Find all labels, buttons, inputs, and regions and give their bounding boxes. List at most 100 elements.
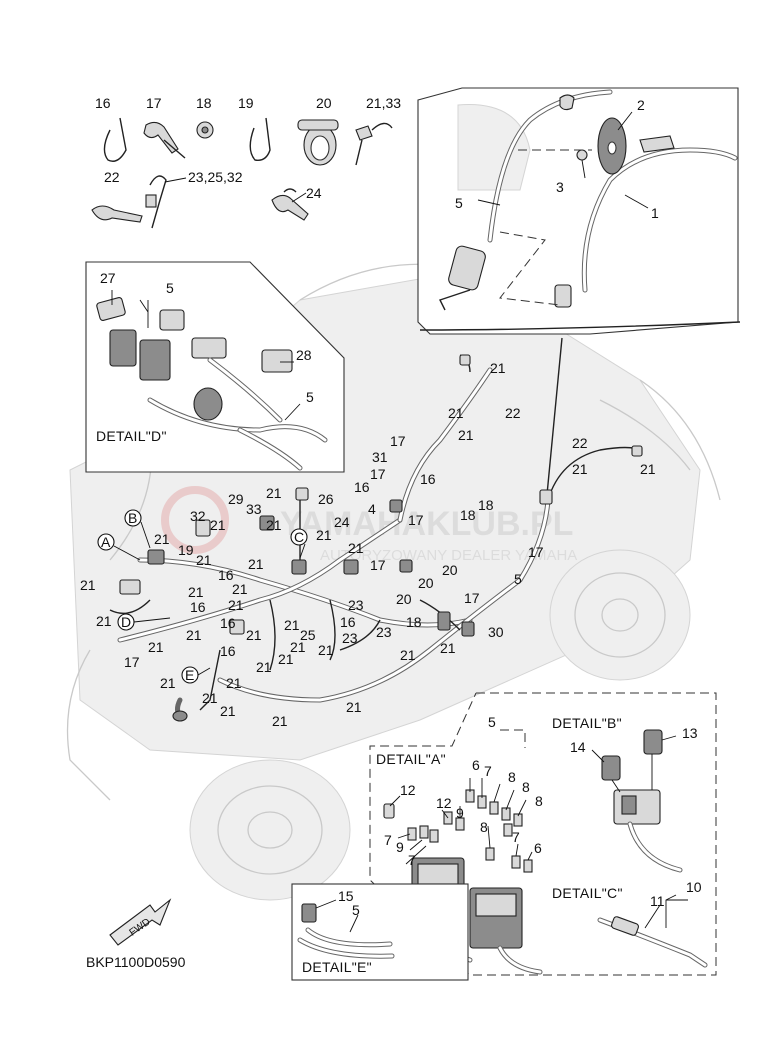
- part-label: 5: [455, 195, 463, 211]
- part-label: 21: [440, 640, 456, 656]
- part-label: 12: [400, 782, 416, 798]
- part-label: 23: [348, 597, 364, 613]
- part-label: 20: [418, 575, 434, 591]
- part-label: 21: [458, 427, 474, 443]
- part-label: 18: [460, 507, 476, 523]
- part-label: 21: [640, 461, 656, 477]
- part-label: 21: [228, 597, 244, 613]
- part-label: 17: [370, 466, 386, 482]
- part-label: 21: [80, 577, 96, 593]
- part-label: 21: [202, 690, 218, 706]
- part-label: 21: [318, 642, 334, 658]
- part-label: 7: [484, 763, 492, 779]
- part-label: 21: [266, 485, 282, 501]
- watermark-sub-text: AUTORYZOWANY DEALER YAMAHA: [320, 547, 577, 564]
- part-label: 21: [188, 584, 204, 600]
- part-label: 21: [154, 531, 170, 547]
- part-label: 21: [248, 556, 264, 572]
- part-label: 21: [246, 627, 262, 643]
- part-label: 3: [556, 179, 564, 195]
- inset-pointer-line: [545, 337, 563, 506]
- inset-top-right: [417, 87, 741, 335]
- part-label: 19: [238, 95, 254, 111]
- part-label: 20: [396, 591, 412, 607]
- part-label: 20: [442, 562, 458, 578]
- part-label: 21: [196, 552, 212, 568]
- part-label: 28: [296, 347, 312, 363]
- part-label: 23: [342, 630, 358, 646]
- callout-e: E: [185, 667, 194, 683]
- part-label: 10: [686, 879, 702, 895]
- part-label: 7: [384, 832, 392, 848]
- callout-circles: A B C D E: [97, 509, 308, 684]
- part-label: 8: [508, 769, 516, 785]
- part-label: 7: [408, 852, 416, 868]
- part-label: 21: [186, 627, 202, 643]
- part-label: 21: [490, 360, 506, 376]
- part-label: 8: [522, 779, 530, 795]
- top-parts-row: [91, 117, 393, 229]
- part-label: 21: [284, 617, 300, 633]
- diagram-code: BKP1100D0590: [86, 954, 186, 970]
- part-label: 16: [95, 95, 111, 111]
- part-label: 27: [100, 270, 116, 286]
- part-label: 5: [514, 571, 522, 587]
- part-label: 14: [570, 739, 586, 755]
- part-label: 7: [512, 829, 520, 845]
- part-label: 21: [148, 639, 164, 655]
- part-label: 6: [472, 757, 480, 773]
- part-label: 16: [220, 615, 236, 631]
- part-label: 21: [290, 639, 306, 655]
- detail-d-frame: DETAIL"D" 27 5 28 5: [85, 261, 345, 473]
- part-label: 16: [218, 567, 234, 583]
- main-labels: 21 22 21 21 17 31 17 16 16 22 21 21 18 1…: [80, 360, 656, 729]
- watermark: YAMAHAKLUB.PL AUTORYZOWANY DEALER YAMAHA: [161, 486, 577, 564]
- part-label: 32: [190, 508, 206, 524]
- part-label: 17: [370, 557, 386, 573]
- part-label: 18: [478, 497, 494, 513]
- part-label: 4: [368, 501, 376, 517]
- part-label: 21: [448, 405, 464, 421]
- part-label: 19: [178, 542, 194, 558]
- part-label: 9: [456, 805, 464, 821]
- part-label: 1: [651, 205, 659, 221]
- main-harness: [109, 354, 643, 722]
- part-label: 5: [166, 280, 174, 296]
- part-label: 5: [352, 902, 360, 918]
- part-label: 21: [346, 699, 362, 715]
- part-label: 21: [96, 613, 112, 629]
- part-label: 17: [390, 433, 406, 449]
- detail-c-title: DETAIL"C": [552, 885, 623, 901]
- part-label: 21: [316, 527, 332, 543]
- part-label: 17: [146, 95, 162, 111]
- part-label: 33: [246, 501, 262, 517]
- part-label: 17: [408, 512, 424, 528]
- part-label: 21: [232, 581, 248, 597]
- part-label: 15: [338, 888, 354, 904]
- part-label: 23,25,32: [188, 169, 243, 185]
- detail-a-title: DETAIL"A": [376, 751, 446, 767]
- part-label: 21,33: [366, 95, 401, 111]
- part-label: 17: [528, 544, 544, 560]
- part-label: 16: [420, 471, 436, 487]
- part-label: 16: [190, 599, 206, 615]
- part-label: 16: [354, 479, 370, 495]
- part-label: 21: [160, 675, 176, 691]
- part-label: 17: [464, 590, 480, 606]
- part-label: 16: [340, 614, 356, 630]
- callout-a: A: [101, 534, 111, 550]
- inset-top-right-labels: 1 2 3 5: [455, 97, 659, 221]
- detail-e-frame: 15 5 DETAIL"E": [291, 883, 469, 981]
- part-label: 21: [348, 540, 364, 556]
- part-label: 22: [505, 405, 521, 421]
- part-label: 24: [306, 185, 322, 201]
- part-label: 9: [396, 839, 404, 855]
- watermark-main-text: YAMAHAKLUB.PL: [280, 505, 573, 543]
- part-label: 21: [278, 651, 294, 667]
- part-label: 13: [682, 725, 698, 741]
- part-label: 18: [196, 95, 212, 111]
- part-label: 21: [256, 659, 272, 675]
- part-label: 25: [300, 627, 316, 643]
- part-label: 29: [228, 491, 244, 507]
- top-parts-labels: 16 17 18 19 20 21,33 22 23,25,32 24: [95, 95, 401, 203]
